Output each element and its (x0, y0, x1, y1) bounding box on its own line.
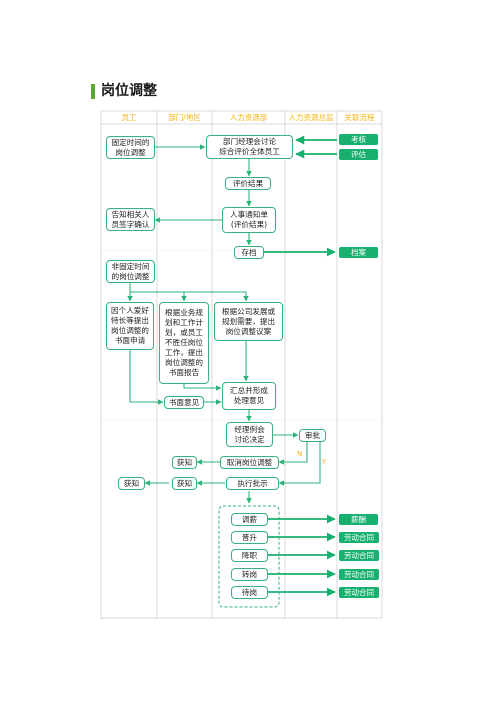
node-demote: 降职 (231, 549, 268, 562)
column-header-hr-director: 人力资源总监 (288, 113, 334, 122)
node-archive: 存档 (234, 246, 264, 259)
node-dept-meeting: 部门经理会讨论 综合评价全体员工 (206, 135, 293, 159)
node-informed-1: 获知 (172, 456, 197, 469)
column-header-hr: 人力资源部 (229, 113, 268, 122)
related-archive: 档案 (339, 247, 378, 258)
related-evaluate: 评估 (339, 149, 378, 160)
node-manager-meeting: 经理例会 讨论决定 (226, 422, 273, 447)
node-transfer: 转岗 (231, 568, 268, 581)
node-nonfixed-adjust: 非固定时间 的岗位调整 (106, 260, 155, 283)
node-notify-sign: 告知相关人 员签字确认 (106, 208, 155, 231)
node-eval-result: 评价结果 (225, 177, 271, 190)
column-header-department: 部门/地区 (168, 113, 201, 122)
title-accent-bar (91, 84, 95, 99)
options-group (218, 505, 280, 608)
node-promote: 晋升 (231, 531, 268, 544)
node-fixed-adjust: 固定时间的 岗位调整 (106, 136, 155, 159)
node-approve: 审批 (299, 429, 326, 442)
node-written-opinion: 书面意见 (164, 396, 204, 409)
page-title: 岗位调整 (101, 83, 157, 99)
related-salary: 薪酬 (339, 514, 378, 525)
related-assess: 考核 (339, 134, 378, 145)
node-dept-report: 根据业务规 划和工作计 划，或员工 不胜任岗位 工作，提出 岗位调整的 书面报告 (159, 302, 209, 384)
column-header-related: 关联流程 (344, 113, 375, 122)
node-execute: 执行批示 (226, 477, 279, 490)
node-cancel-adjust: 取消岗位调整 (220, 456, 279, 469)
node-company-proposal: 根据公司发展或 规划需要，提出 岗位调整议案 (214, 302, 283, 341)
node-salary-adjust: 调薪 (231, 513, 268, 526)
node-personal-request: 因个人爱好 特长等提出 岗位调整的 书面申请 (106, 302, 154, 350)
related-contract-2: 劳动合同 (339, 550, 379, 561)
node-summary: 汇总并形成 处理意见 (222, 382, 276, 410)
node-informed-3: 获知 (118, 477, 145, 490)
label-no: N (297, 450, 303, 458)
related-contract-3: 劳动合同 (339, 569, 379, 580)
related-contract-4: 劳动合同 (339, 587, 379, 598)
related-contract-1: 劳动合同 (339, 532, 379, 543)
node-informed-2: 获知 (172, 477, 197, 490)
column-header-employee: 员工 (121, 113, 137, 122)
node-hr-notice: 人事通知单 (评价结果) (222, 207, 276, 233)
node-standby: 待岗 (231, 586, 268, 599)
swimlane-grid (100, 110, 383, 619)
label-yes: Y (322, 458, 327, 466)
related-arrows (264, 135, 337, 597)
connectors (127, 144, 321, 504)
